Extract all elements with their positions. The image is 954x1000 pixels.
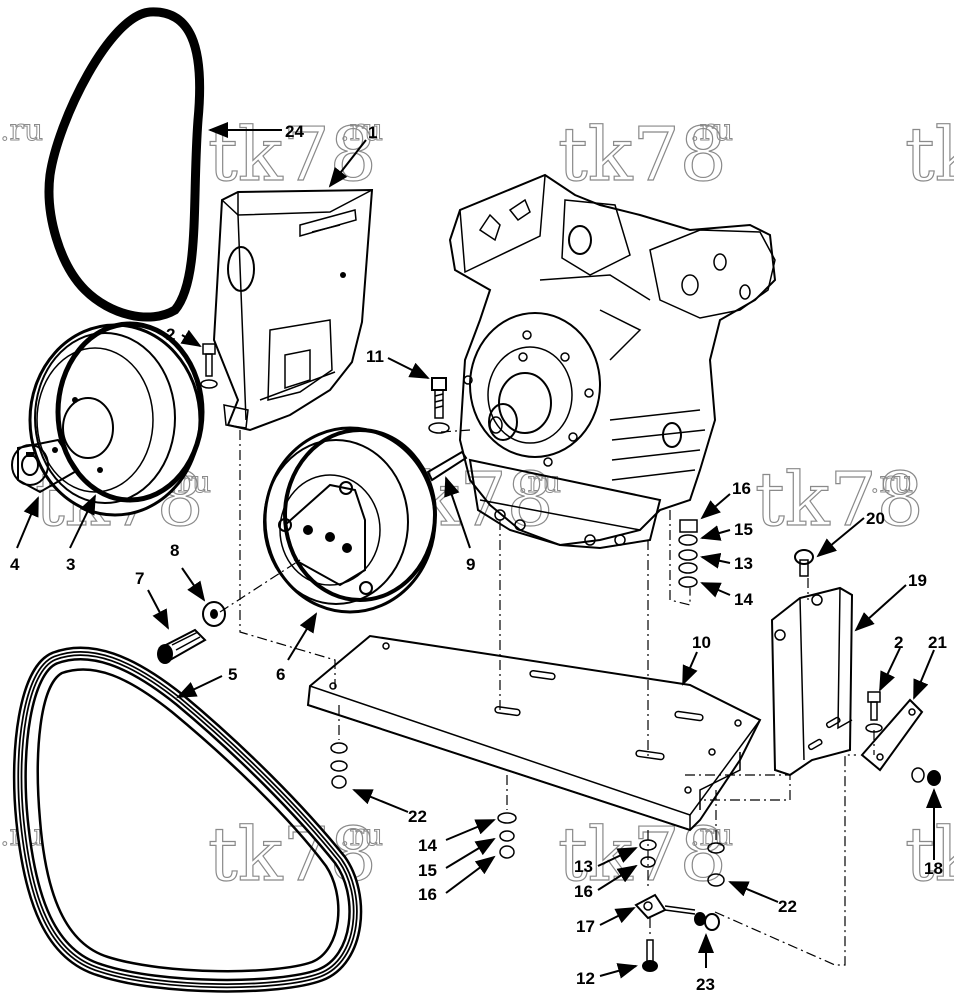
belt-5: [12, 646, 363, 993]
callout-16: 16: [574, 882, 593, 901]
bolt-2-upper: [200, 343, 218, 389]
callout-14: 14: [418, 836, 437, 855]
pulley-6: [263, 426, 437, 614]
callout-9: 9: [466, 555, 475, 574]
hub-4: [11, 438, 80, 494]
bolt-11: [428, 377, 450, 434]
callout-11: 11: [366, 347, 384, 366]
callout-22: 22: [408, 807, 427, 826]
callout-15: 15: [418, 861, 437, 880]
hardware-stack-upper: [678, 519, 698, 588]
compressor: [448, 173, 777, 550]
callout-2: 2: [894, 633, 903, 652]
callout-14: 14: [734, 590, 753, 609]
watermark-suffix: .ru: [340, 113, 383, 148]
callout-19: 19: [908, 571, 927, 590]
callout-1: 1: [368, 123, 377, 142]
watermark: tk78: [208, 112, 377, 198]
bolt-20: [794, 549, 814, 577]
watermark: tk78: [558, 112, 727, 198]
callout-13: 13: [574, 857, 593, 876]
bolt-12: [642, 939, 658, 972]
callout-15: 15: [734, 520, 753, 539]
callout-20: 20: [866, 509, 885, 528]
watermark-suffix: .ru: [870, 465, 913, 500]
capscrew-7: [157, 628, 207, 664]
watermark: tk78: [905, 112, 954, 198]
bracket-1: [212, 188, 374, 432]
assembly-center-lines: [219, 429, 875, 966]
bracket-21: [860, 698, 924, 772]
washer-8: [202, 601, 226, 627]
hardware-stack-left: [330, 742, 348, 789]
key-9: [426, 450, 468, 482]
pulley-3: [28, 321, 205, 517]
watermark: tk78: [558, 812, 727, 898]
callout-17: 17: [576, 917, 595, 936]
callout-23: 23: [696, 975, 715, 994]
callout-21: 21: [928, 633, 947, 652]
callout-10: 10: [692, 633, 711, 652]
callout-12: 12: [576, 969, 595, 988]
callout-5: 5: [228, 665, 237, 684]
watermark-suffix: .ru: [690, 113, 733, 148]
callout-8: 8: [170, 541, 179, 560]
nuts-23: [694, 912, 720, 931]
rod-end-17: [634, 893, 696, 920]
callout-22: 22: [778, 897, 797, 916]
watermark-suffix: .ru: [518, 465, 561, 500]
leader-lines: [16, 122, 942, 979]
belt-24: [44, 7, 205, 322]
watermark: tk78: [905, 812, 954, 898]
callout-16: 16: [418, 885, 437, 904]
callout-13: 13: [734, 554, 753, 573]
callout-18: 18: [924, 859, 943, 878]
watermark-suffix: .ru: [0, 113, 43, 148]
bolt-2-lower: [865, 691, 883, 733]
watermark-suffix: .ru: [340, 818, 383, 853]
callout-labels: 24 1 2 11 4 3 8 7 9 6 5 10 16 15 13 14 2…: [10, 122, 947, 994]
bracket-19: [770, 586, 854, 777]
base-plate-10: [306, 634, 762, 832]
watermark: tk78: [755, 457, 924, 543]
callout-16: 16: [732, 479, 751, 498]
callout-3: 3: [66, 555, 75, 574]
callout-6: 6: [276, 665, 285, 684]
callout-4: 4: [10, 555, 20, 574]
callout-24: 24: [285, 122, 304, 141]
hardware-stack-center: [497, 812, 517, 859]
nut-18: [911, 767, 941, 786]
callout-7: 7: [135, 569, 144, 588]
callout-2: 2: [166, 325, 175, 344]
